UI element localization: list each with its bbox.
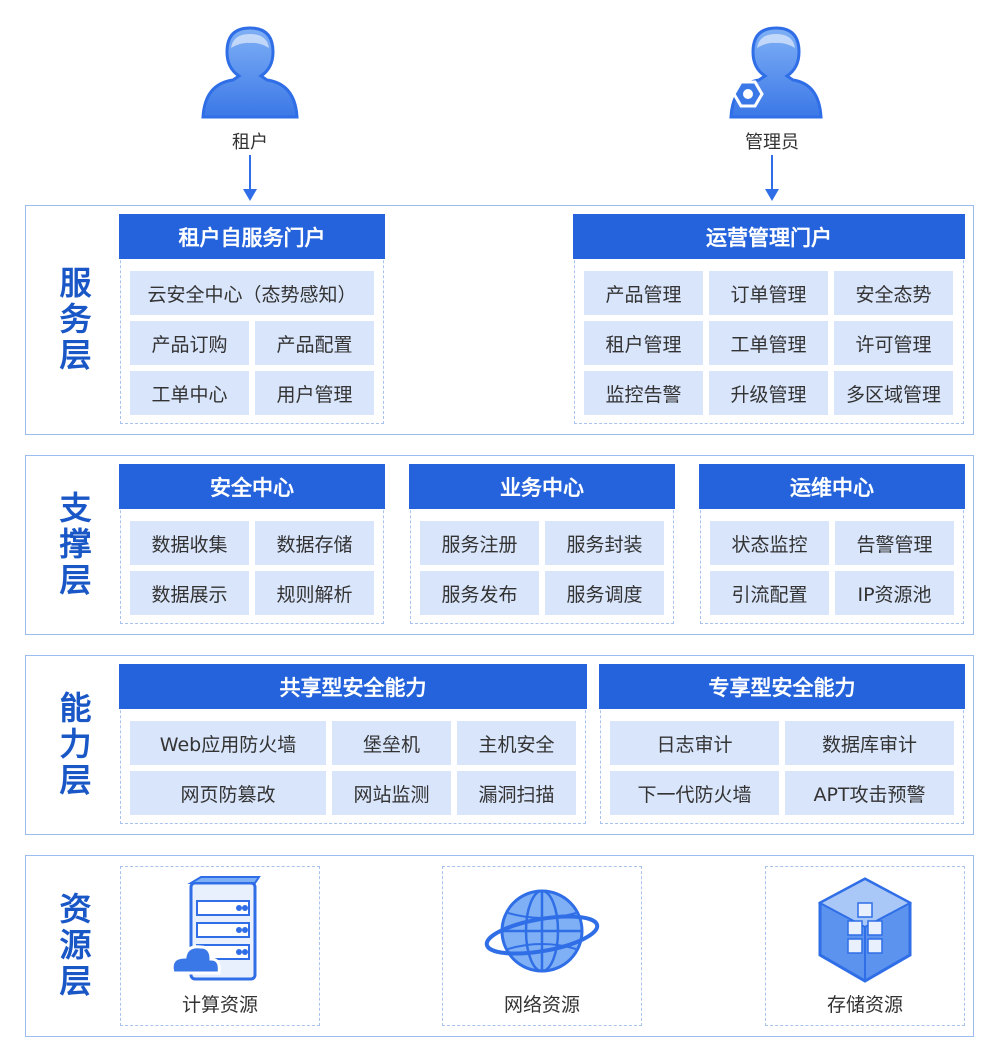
service-layer-title: 服务层	[54, 266, 93, 374]
resource-layer: 资源层 计算资源 网络资源	[25, 855, 974, 1037]
ops-center-item: 引流配置	[710, 571, 829, 615]
ops-portal-item: 监控告警	[584, 371, 703, 415]
business-center: 业务中心 服务注册 服务封装 服务发布 服务调度	[409, 464, 675, 624]
tenant-actor: 租户	[190, 22, 310, 154]
dedicated-capability-item: 日志审计	[610, 721, 779, 765]
dedicated-capability-item: 数据库审计	[785, 721, 954, 765]
ticket-center-cell: 工单中心	[130, 371, 249, 415]
shared-capability-item: 堡垒机	[332, 721, 451, 765]
storage-resource: 存储资源	[765, 866, 965, 1026]
product-order-cell: 产品订购	[130, 321, 249, 365]
service-layer: 服务层 租户自服务门户 云安全中心（态势感知） 产品订购 产品配置 工单中心 用…	[25, 205, 974, 435]
ops-portal-item: 产品管理	[584, 271, 703, 315]
cloud-security-center-cell: 云安全中心（态势感知）	[130, 271, 374, 315]
security-center-item: 数据展示	[130, 571, 249, 615]
dedicated-capability-item: 下一代防火墙	[610, 771, 779, 815]
business-center-header: 业务中心	[409, 464, 675, 509]
resource-layer-title: 资源层	[54, 892, 93, 1000]
security-center-header: 安全中心	[119, 464, 385, 509]
tenant-arrow	[243, 155, 257, 201]
ops-center: 运维中心 状态监控 告警管理 引流配置 IP资源池	[699, 464, 965, 624]
ops-portal-item: 租户管理	[584, 321, 703, 365]
compute-resource-label: 计算资源	[181, 994, 258, 1016]
ops-portal-item: 安全态势	[834, 271, 953, 315]
dedicated-capability-item: APT攻击预警	[785, 771, 954, 815]
business-center-item: 服务封装	[545, 521, 664, 565]
tenant-portal-header: 租户自服务门户	[119, 214, 385, 259]
capability-layer: 能力层 共享型安全能力 Web应用防火墙 堡垒机 主机安全 网页防篡改 网站监测…	[25, 655, 974, 835]
ops-portal-item: 多区域管理	[834, 371, 953, 415]
shared-capability-item: Web应用防火墙	[130, 721, 326, 765]
server-cloud-icon	[170, 876, 261, 981]
ops-center-item: 告警管理	[835, 521, 954, 565]
support-layer-title: 支撑层	[54, 491, 93, 599]
ops-portal: 运营管理门户 产品管理 订单管理 安全态势 租户管理 工单管理 许可管理 监控告…	[573, 214, 965, 424]
compute-resource: 计算资源	[120, 866, 320, 1026]
ops-portal-item: 升级管理	[709, 371, 828, 415]
admin-actor: 管理员	[712, 22, 832, 154]
capability-layer-title: 能力层	[54, 691, 93, 799]
ops-center-item: 状态监控	[710, 521, 829, 565]
user-management-cell: 用户管理	[255, 371, 374, 415]
security-center-item: 数据收集	[130, 521, 249, 565]
business-center-item: 服务发布	[420, 571, 539, 615]
shared-capability-header: 共享型安全能力	[119, 664, 587, 709]
product-config-cell: 产品配置	[255, 321, 374, 365]
storage-cube-icon	[817, 877, 913, 983]
user-icon	[201, 26, 299, 119]
tenant-label: 租户	[232, 132, 268, 153]
admin-user-icon	[729, 26, 823, 119]
business-center-item: 服务调度	[545, 571, 664, 615]
security-center-item: 数据存储	[255, 521, 374, 565]
admin-arrow	[765, 155, 779, 201]
dedicated-capability: 专享型安全能力 日志审计 数据库审计 下一代防火墙 APT攻击预警	[599, 664, 965, 824]
globe-icon	[484, 889, 600, 973]
shared-capability-item: 主机安全	[457, 721, 576, 765]
network-resource: 网络资源	[442, 866, 642, 1026]
ops-portal-item: 许可管理	[834, 321, 953, 365]
ops-center-header: 运维中心	[699, 464, 965, 509]
ops-portal-item: 工单管理	[709, 321, 828, 365]
security-center-item: 规则解析	[255, 571, 374, 615]
ops-portal-header: 运营管理门户	[573, 214, 965, 259]
storage-resource-label: 存储资源	[826, 994, 903, 1016]
network-resource-label: 网络资源	[503, 994, 580, 1016]
admin-label: 管理员	[745, 132, 799, 153]
tenant-portal: 租户自服务门户 云安全中心（态势感知） 产品订购 产品配置 工单中心 用户管理	[119, 214, 385, 424]
dedicated-capability-header: 专享型安全能力	[599, 664, 965, 709]
shared-capability: 共享型安全能力 Web应用防火墙 堡垒机 主机安全 网页防篡改 网站监测 漏洞扫…	[119, 664, 587, 824]
ops-center-item: IP资源池	[835, 571, 954, 615]
support-layer: 支撑层 安全中心 数据收集 数据存储 数据展示 规则解析 业务中心 服务注册 服…	[25, 455, 974, 635]
shared-capability-item: 漏洞扫描	[457, 771, 576, 815]
shared-capability-item: 网站监测	[332, 771, 451, 815]
security-center: 安全中心 数据收集 数据存储 数据展示 规则解析	[119, 464, 385, 624]
ops-portal-item: 订单管理	[709, 271, 828, 315]
shared-capability-item: 网页防篡改	[130, 771, 326, 815]
business-center-item: 服务注册	[420, 521, 539, 565]
